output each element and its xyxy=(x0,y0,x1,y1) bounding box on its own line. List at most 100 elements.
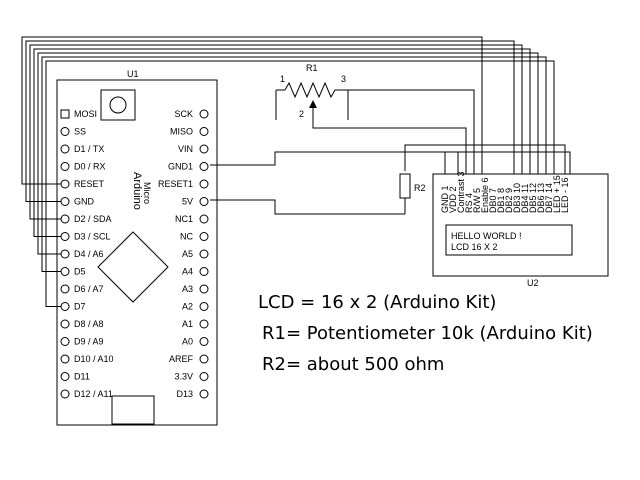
lcd-pin-label: GND 1 xyxy=(440,185,450,213)
arduino-board-outline xyxy=(56,79,218,426)
bus-wire xyxy=(21,36,483,185)
lcd-ref-label: U2 xyxy=(527,278,539,288)
chip-outline xyxy=(97,231,169,303)
lcd-pin-label: DB5 12 xyxy=(528,183,538,213)
arduino-right-pin-label: A1 xyxy=(182,319,193,329)
arduino-right-pin-label: A5 xyxy=(182,249,193,259)
arduino-left-pin-label: D4 / A6 xyxy=(74,249,104,259)
lcd-pin-label: DB1 8 xyxy=(496,188,506,213)
lcd-pin-label: DB7 14 xyxy=(544,183,554,213)
arduino-right-pin-circle xyxy=(199,389,209,399)
arduino-left-pin-label: RESET xyxy=(74,179,105,189)
arduino-right-pin-label: A3 xyxy=(182,284,193,294)
arduino-left-pin-circle xyxy=(60,197,70,206)
arduino-right-pin-circle xyxy=(199,284,209,294)
arduino-right-pin-circle xyxy=(199,372,209,381)
arduino-right-pin-circle xyxy=(199,232,209,241)
arduino-right-pin-label: 3.3V xyxy=(174,372,193,382)
arduino-right-pin-label: A0 xyxy=(182,337,193,347)
arduino-left-pin-circle xyxy=(60,284,70,294)
arduino-left-pin-label: D2 / SDA xyxy=(74,214,112,224)
r2-ref-label: R2 xyxy=(414,183,426,193)
arduino-ref-label: U1 xyxy=(127,69,139,79)
arduino-left-pin-circle xyxy=(60,214,70,224)
bus-wire xyxy=(29,44,523,220)
arduino-right-pin-circle xyxy=(199,197,209,206)
arduino-right-pin-label: A4 xyxy=(182,267,193,277)
arduino-left-pin-circle xyxy=(60,232,70,241)
arduino-right-pin-label: SCK xyxy=(174,109,193,119)
arduino-left-pin-circle xyxy=(60,302,70,311)
arduino-right-pin-circle xyxy=(199,179,209,189)
arduino-left-pin-label: D9 / A9 xyxy=(74,337,104,347)
arduino-model-label: Micro xyxy=(142,182,152,204)
arduino-left-pin-label: D8 / A8 xyxy=(74,319,104,329)
arduino-left-pins: MOSI SS D1 / TX D0 / RX RESET GND D2 / SDA D3 /… xyxy=(60,109,114,399)
reset-button-icon xyxy=(109,96,127,114)
arduino-left-pin-label: D3 / SCL xyxy=(74,232,111,242)
arduino-left-pin-circle xyxy=(60,162,70,171)
r2-body xyxy=(399,173,411,199)
arduino-left-pin-label: D6 / A7 xyxy=(74,284,104,294)
arduino-left-pin-circle xyxy=(60,144,70,154)
arduino-left-pin-circle xyxy=(60,337,70,346)
arduino-left-pin-square xyxy=(60,109,70,119)
arduino-left-pin-circle xyxy=(60,267,70,276)
arduino-right-pin-label: GND1 xyxy=(168,162,193,172)
arduino-left-pin-circle xyxy=(60,354,70,364)
led-minus-wire xyxy=(458,151,571,174)
arduino-right-pin-circle xyxy=(199,127,209,136)
arduino-right-pin-circle xyxy=(199,354,209,364)
arduino-left-pin-label: SS xyxy=(74,127,86,137)
arduino-right-pin-circle xyxy=(199,109,209,119)
lcd-pin-label: VDD 2 xyxy=(448,186,458,213)
arduino-left-pin-circle xyxy=(60,127,70,136)
lcd-screen-line1: HELLO WORLD ! xyxy=(451,231,522,241)
arduino-left-pin-label: D7 xyxy=(74,302,86,312)
potentiometer-r1: R1 1 3 2 xyxy=(280,63,346,119)
r2-top-wire xyxy=(404,144,566,174)
gnd-wire xyxy=(210,151,459,174)
pot-ref-label: R1 xyxy=(306,63,318,73)
bus-wire xyxy=(41,56,547,272)
arduino-left-pin-label: D5 xyxy=(74,267,86,277)
data-bus-wires xyxy=(21,36,571,307)
resistor-r2: R2 xyxy=(399,173,426,199)
arduino-name-label: Arduino xyxy=(131,172,143,210)
arduino-right-pin-circle xyxy=(199,249,209,259)
arduino-left-pin-label: D1 / TX xyxy=(74,144,104,154)
note-r2: R2= about 500 ohm xyxy=(262,354,444,375)
lcd-pin-label: DB6 13 xyxy=(536,183,546,213)
arduino-right-pin-circle xyxy=(199,302,209,311)
lcd-screen xyxy=(445,224,573,256)
bus-wire xyxy=(33,48,531,237)
note-lcd: LCD = 16 x 2 (Arduino Kit) xyxy=(258,292,496,313)
lcd-pin-label: DB0 7 xyxy=(488,188,498,213)
arduino-left-pin-label: GND xyxy=(74,197,95,207)
pot-right-lead xyxy=(339,89,349,120)
lcd-pin-label: Contrast 3 xyxy=(456,171,466,213)
arduino-right-pin-label: MISO xyxy=(170,127,193,137)
pot-pin2-label: 2 xyxy=(299,109,304,119)
arduino-right-pin-circle xyxy=(199,162,209,171)
note-r1: R1= Potentiometer 10k (Arduino Kit) xyxy=(262,323,593,344)
lcd-pin-label: RS 4 xyxy=(464,193,474,213)
arduino-right-pin-label: NC xyxy=(180,232,193,242)
lcd-pin-label: R/W 5 xyxy=(472,188,482,213)
arduino-left-pin-label: D11 xyxy=(74,372,90,382)
arduino-left-pin-label: D0 / RX xyxy=(74,162,106,172)
arduino-left-pin-label: MOSI xyxy=(74,109,97,119)
arduino-right-pin-label: VIN xyxy=(178,144,193,154)
arduino-right-pin-circle xyxy=(199,337,209,346)
pot-zigzag xyxy=(284,81,339,99)
arduino-left-pin-circle xyxy=(60,389,70,399)
lcd-pin-label: DB2 9 xyxy=(504,188,514,213)
arduino-right-pin-circle xyxy=(199,144,209,154)
reset-button-outline xyxy=(100,89,136,121)
lcd-screen-line2: LCD 16 X 2 xyxy=(451,242,498,252)
bus-wire xyxy=(45,60,555,307)
bus-wire xyxy=(25,40,515,202)
arduino-right-pin-label: 5V xyxy=(182,197,193,207)
